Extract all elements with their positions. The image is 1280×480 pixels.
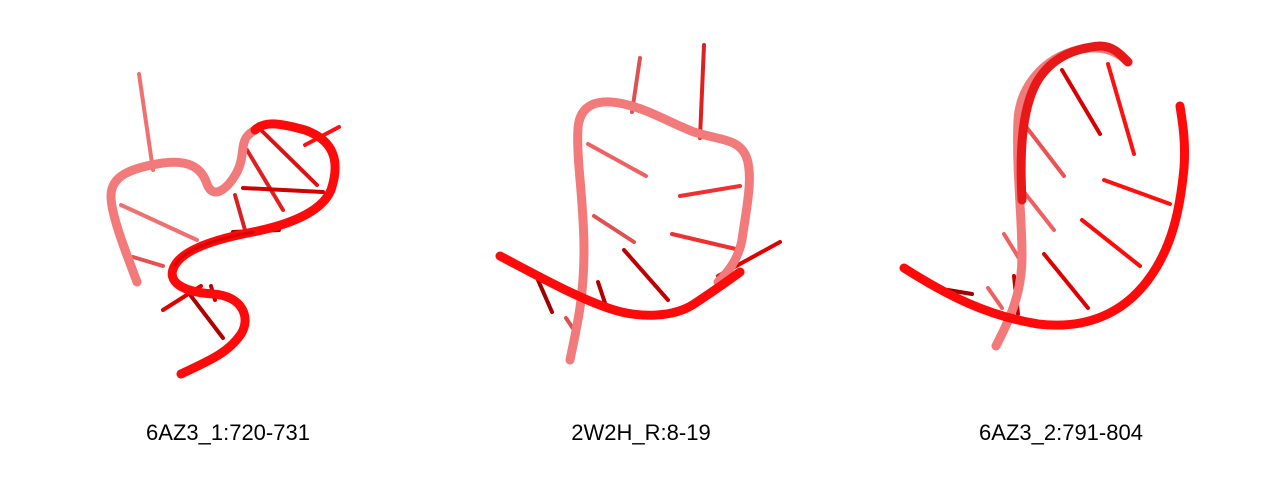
- base-stick: [137, 72, 155, 172]
- base-stick: [1080, 218, 1142, 268]
- base-stick: [1060, 68, 1102, 136]
- backbone-back: [991, 43, 1133, 351]
- backbone-top: [1016, 41, 1133, 205]
- base-stick: [698, 43, 706, 140]
- base-stick: [233, 193, 247, 232]
- structure-panel-3: 6AZ3_2:791-804: [848, 0, 1274, 480]
- backbone-shade: [173, 230, 255, 267]
- base-stick: [536, 278, 554, 314]
- base-stick: [670, 232, 742, 252]
- base-stick: [241, 186, 325, 194]
- base-stick: [596, 280, 608, 308]
- backbone-back: [106, 125, 260, 287]
- base-stick: [586, 142, 648, 178]
- base-stick: [1106, 62, 1136, 156]
- base-stick: [1022, 190, 1056, 232]
- base-stick: [189, 294, 225, 340]
- base-stick: [259, 128, 319, 187]
- structure-panel-1: 6AZ3_1:720-731: [15, 0, 441, 480]
- base-stick: [1042, 252, 1090, 310]
- structure-panel-2: 2W2H_R:8-19: [428, 0, 854, 480]
- base-stick: [1022, 122, 1066, 178]
- structure-label-1: 6AZ3_1:720-731: [146, 420, 310, 445]
- base-stick: [622, 248, 670, 302]
- base-stick: [1102, 178, 1172, 206]
- base-stick: [986, 286, 1004, 310]
- base-stick: [1002, 232, 1022, 262]
- base-stick: [592, 214, 636, 244]
- structure-label-3: 6AZ3_2:791-804: [979, 420, 1143, 445]
- rna-structure-2: [495, 43, 782, 365]
- base-stick: [245, 148, 285, 212]
- base-stick: [131, 255, 165, 268]
- rna-structure-3: [899, 41, 1189, 351]
- backbone-back: [565, 97, 754, 365]
- structure-label-2: 2W2H_R:8-19: [571, 420, 711, 445]
- backbone-front: [899, 101, 1189, 330]
- backbone-front: [495, 251, 745, 320]
- base-stick: [119, 203, 199, 242]
- rna-structure-1: [106, 72, 341, 379]
- base-stick: [678, 184, 742, 198]
